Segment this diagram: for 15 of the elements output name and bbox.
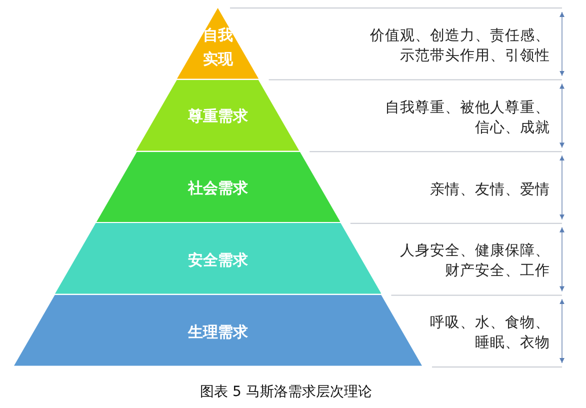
description-text: 人身安全、健康保障、财产安全、工作 bbox=[399, 242, 550, 282]
description-text: 自我尊重、被他人尊重、信心、成就 bbox=[384, 98, 550, 138]
pyramid-level bbox=[54, 223, 382, 294]
pyramid-level bbox=[14, 295, 422, 366]
pyramid-level bbox=[136, 80, 300, 151]
level-label: 生理需求 bbox=[186, 322, 249, 343]
level-label: 自我实现 bbox=[202, 25, 234, 70]
figure-caption: 图表 5 马斯洛需求层次理论 bbox=[200, 383, 372, 401]
level-label: 社会需求 bbox=[186, 178, 249, 199]
description-text: 呼吸、水、食物、睡眠、衣物 bbox=[429, 314, 550, 354]
level-label: 尊重需求 bbox=[186, 106, 249, 128]
level-label: 安全需求 bbox=[186, 250, 249, 271]
description-text: 亲情、友情、爱情 bbox=[429, 180, 550, 200]
description-text: 价值观、创造力、责任感、示范带头作用、引领性 bbox=[369, 26, 550, 66]
pyramid-level bbox=[96, 152, 340, 222]
